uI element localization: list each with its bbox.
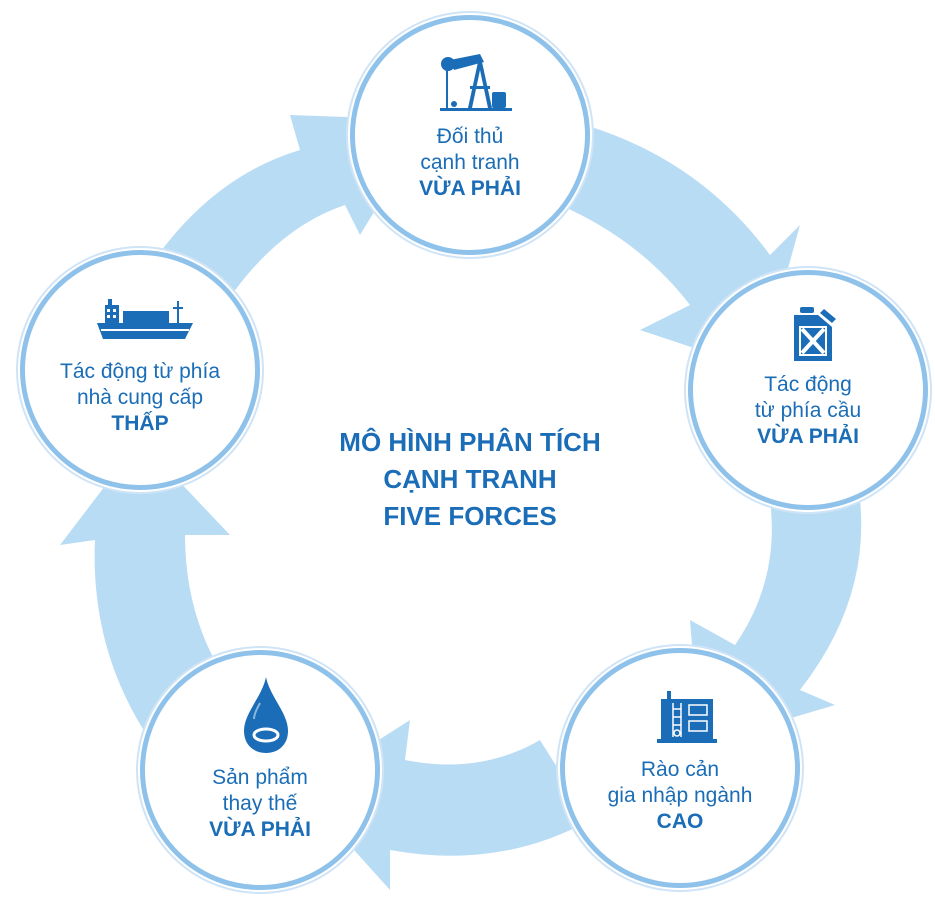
- center-title-line2: CẠNH TRANH: [383, 464, 557, 494]
- force-node-suppliers: Tác động từ phía nhà cung cấp THẤP: [20, 250, 260, 490]
- force-label-line2: gia nhập ngành: [607, 784, 753, 807]
- force-label-line1: Rào cản: [640, 758, 720, 781]
- oil-drop-icon: [244, 677, 288, 753]
- force-node-entry-barriers: Rào cản gia nhập ngành CAO: [560, 648, 800, 888]
- force-label-line2: cạnh tranh: [420, 151, 520, 174]
- center-title-line1: MÔ HÌNH PHÂN TÍCH: [339, 427, 601, 457]
- force-label-line1: Tác động từ phía: [60, 360, 220, 383]
- force-level: VỪA PHẢI: [757, 425, 859, 448]
- force-node-demand: Tác động từ phía cầu VỪA PHẢI: [688, 270, 928, 510]
- force-label-line1: Tác động: [764, 373, 852, 396]
- refinery-tank-icon: [657, 691, 717, 743]
- arrow-segment: [60, 440, 230, 740]
- center-title: MÔ HÌNH PHÂN TÍCH CẠNH TRANH FIVE FORCES: [250, 424, 690, 535]
- force-node-competitors: Đối thủ cạnh tranh VỪA PHẢI: [350, 15, 590, 255]
- force-level: THẤP: [111, 412, 169, 435]
- force-label-line1: Sản phẩm: [212, 766, 308, 789]
- tanker-ship-icon: [97, 299, 193, 339]
- force-label-line2: thay thế: [222, 792, 298, 815]
- force-label-line1: Đối thủ: [436, 125, 504, 148]
- force-node-substitutes: Sản phẩm thay thế VỪA PHẢI: [140, 650, 380, 890]
- force-level: VỪA PHẢI: [419, 177, 521, 200]
- oil-pump-icon: [440, 54, 512, 111]
- force-label-line2: từ phía cầu: [754, 399, 862, 422]
- force-level: CAO: [656, 810, 704, 833]
- fuel-can-icon: [794, 307, 836, 361]
- force-label-line2: nhà cung cấp: [76, 386, 204, 409]
- center-title-line3: FIVE FORCES: [383, 501, 557, 531]
- force-level: VỪA PHẢI: [209, 818, 311, 841]
